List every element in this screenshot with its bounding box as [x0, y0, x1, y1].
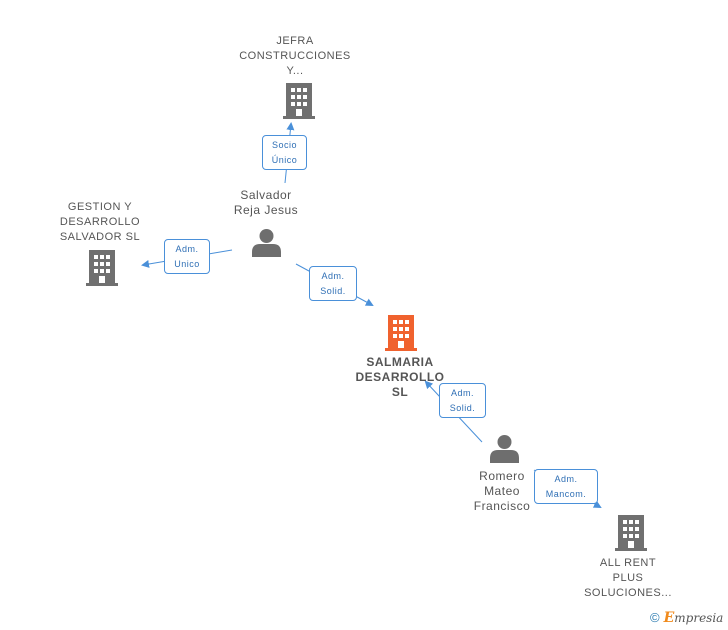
node-jefra-line-1: JEFRA — [276, 35, 314, 47]
node-allrent-line-1: ALL RENT — [599, 557, 657, 569]
empresia-logo-text: mpresia — [674, 611, 724, 625]
relation-adm-solid-1-line-2: Solid. — [320, 286, 346, 296]
building-icon[interactable] — [86, 250, 118, 286]
node-romero-line-2: Mateo — [484, 484, 520, 498]
relation-adm-solid-romero[interactable]: Adm. Solid. — [439, 383, 486, 418]
relation-adm-mancom-line-1: Adm. — [554, 474, 578, 484]
node-gestion-line-3: SALVADOR SL — [59, 231, 141, 243]
empresia-logo-initial: E — [663, 610, 675, 626]
node-gestion-line-2: DESARROLLO — [59, 216, 141, 228]
relation-adm-unico-line-2: Unico — [174, 259, 200, 269]
relation-adm-solid-2-line-1: Adm. — [450, 388, 474, 398]
node-salmaria-line-2: DESARROLLO — [355, 370, 445, 384]
node-salvador-line-2: Reja Jesus — [233, 203, 299, 217]
person-icon[interactable] — [490, 434, 519, 463]
relation-adm-unico-line-1: Adm. — [175, 244, 199, 254]
building-icon[interactable] — [283, 83, 315, 119]
node-gestion-line-1: GESTION Y — [67, 201, 133, 213]
building-icon[interactable] — [385, 315, 417, 351]
building-icon[interactable] — [615, 515, 647, 551]
node-label-jefra[interactable]: JEFRA CONSTRUCCIONES Y... — [230, 34, 360, 79]
person-icon[interactable] — [252, 228, 281, 257]
relation-adm-solid-2-line-2: Solid. — [449, 403, 476, 413]
relation-socio-unico-line-2: Único — [271, 155, 298, 165]
node-label-allrent[interactable]: ALL RENT PLUS SOLUCIONES... — [578, 556, 678, 601]
relation-adm-mancom-line-2: Mancom. — [545, 489, 587, 499]
node-salmaria-line-1: SALMARIA — [366, 355, 434, 369]
node-romero-line-3: Francisco — [473, 499, 531, 513]
node-label-salvador[interactable]: Salvador Reja Jesus — [218, 188, 314, 218]
node-allrent-line-2: PLUS — [612, 572, 644, 584]
node-jefra-line-3: Y... — [286, 65, 304, 77]
empresia-brand[interactable]: ©Empresia — [650, 610, 723, 626]
relation-adm-mancom[interactable]: Adm. Mancom. — [534, 469, 598, 504]
relation-socio-unico-line-1: Socio — [271, 140, 297, 150]
node-salmaria-line-3: SL — [391, 385, 409, 399]
node-label-romero[interactable]: Romero Mateo Francisco — [462, 469, 542, 514]
relation-socio-unico[interactable]: Socio Único — [262, 135, 307, 170]
node-salvador-line-1: Salvador — [240, 188, 292, 202]
node-jefra-line-2: CONSTRUCCIONES — [239, 50, 351, 62]
node-label-salmaria[interactable]: SALMARIA DESARROLLO SL — [345, 355, 455, 400]
relation-adm-unico[interactable]: Adm. Unico — [164, 239, 210, 274]
node-allrent-line-3: SOLUCIONES... — [584, 587, 672, 599]
relation-adm-solid-1-line-1: Adm. — [321, 271, 345, 281]
relation-adm-solid-salvador[interactable]: Adm. Solid. — [309, 266, 357, 301]
node-label-gestion[interactable]: GESTION Y DESARROLLO SALVADOR SL — [45, 200, 155, 245]
copyright-symbol: © — [650, 610, 660, 625]
node-romero-line-1: Romero — [479, 469, 525, 483]
